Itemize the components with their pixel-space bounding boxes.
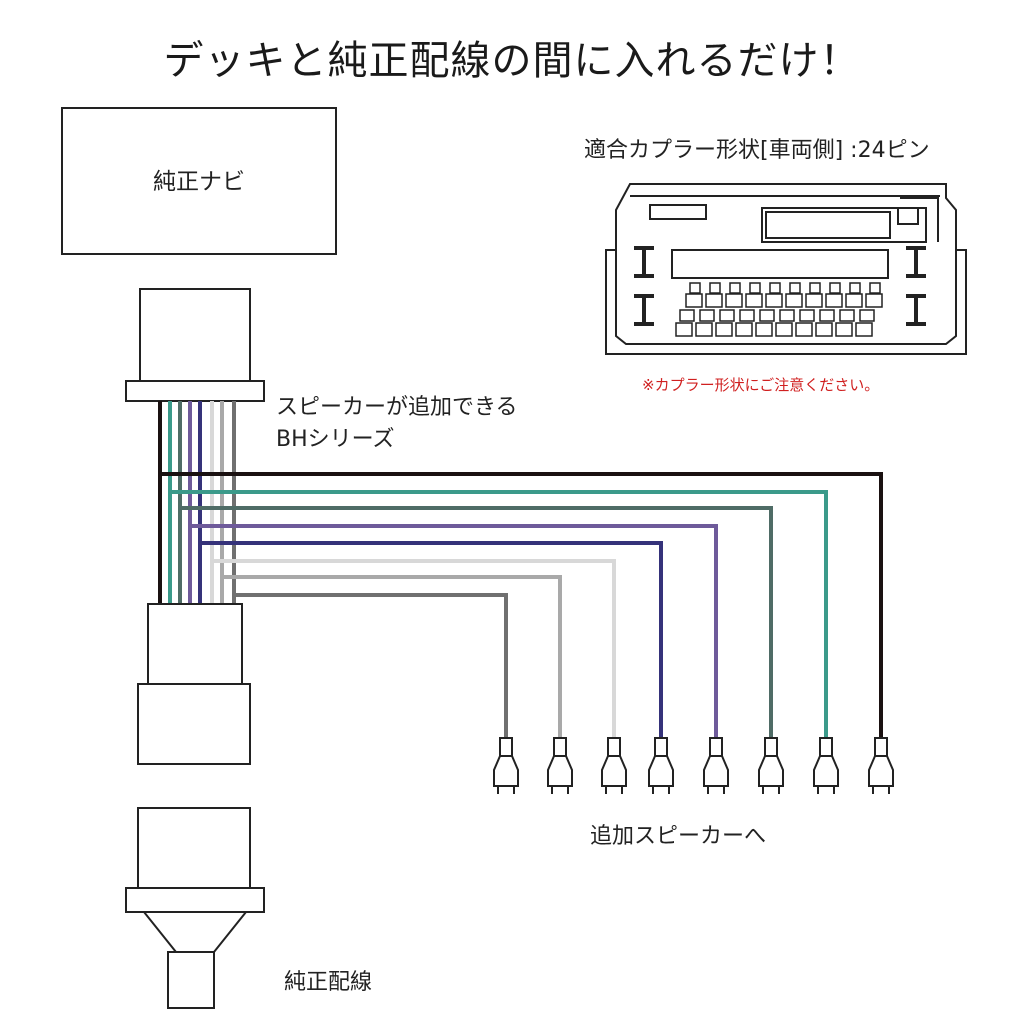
coupler-warning-note: ※カプラー形状にご注意ください。: [642, 376, 880, 394]
speaker-label: 追加スピーカーへ: [590, 824, 767, 849]
wire-black: [160, 472, 883, 740]
terminal-white-gray: [601, 737, 627, 794]
wire-light-gray: [222, 575, 562, 740]
terminal-dark-teal: [758, 737, 784, 794]
oem-connector-taper: [141, 911, 249, 953]
oem-connector-body: [137, 807, 251, 889]
speaker-wires: [158, 401, 883, 740]
harness-top-connector: [139, 288, 251, 382]
wire-navy: [200, 541, 663, 740]
navi-label: 純正ナビ: [153, 169, 245, 195]
wire-dark-teal: [180, 506, 773, 740]
oem-cable: [167, 951, 215, 1009]
coupler-caption: 適合カプラー形状[車両側] :24ピン: [584, 138, 930, 163]
harness-bottom-connector: [147, 603, 243, 685]
terminal-purple: [703, 737, 729, 794]
terminal-gray: [493, 737, 519, 794]
oem-connector-flange: [125, 887, 265, 913]
wire-white-gray: [212, 559, 616, 740]
page-title: デッキと純正配線の間に入れるだけ！: [163, 38, 861, 84]
harness-label: スピーカーが追加できる BHシリーズ: [276, 392, 518, 456]
terminal-light-gray: [547, 737, 573, 794]
harness-bottom-block: [137, 683, 251, 765]
wire-teal: [170, 490, 828, 740]
terminal-teal: [813, 737, 839, 794]
wire-purple: [190, 524, 718, 740]
coupler-diagram: [605, 183, 967, 355]
speaker-terminals: [493, 737, 894, 794]
harness-label-line1: スピーカーが追加できる: [276, 395, 518, 420]
oem-wiring-label: 純正配線: [284, 970, 373, 995]
terminal-black: [868, 737, 894, 794]
harness-label-line2: BHシリーズ: [276, 427, 395, 452]
wire-gray: [234, 593, 508, 740]
harness-top-flange: [125, 380, 265, 402]
navi-box: [61, 107, 337, 255]
terminal-navy: [648, 737, 674, 794]
